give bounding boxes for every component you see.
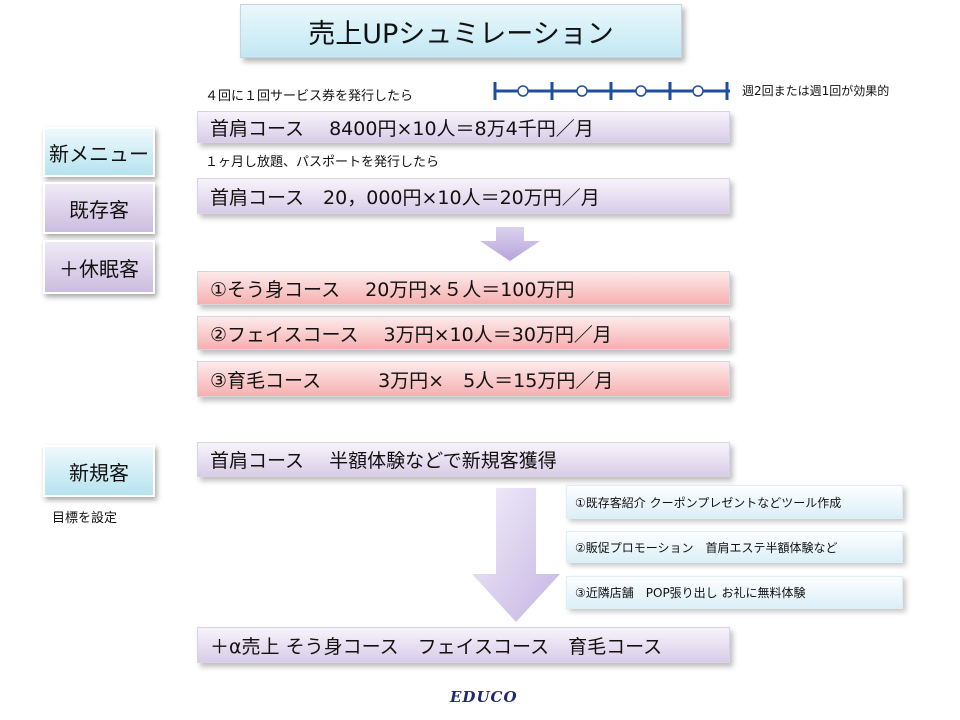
goal-note: 目標を設定 <box>52 511 118 526</box>
tactic-note-2: ②販促プロモーション 首肩エステ半額体験など <box>566 531 903 563</box>
sidebar-new-menu: 新メニュー <box>43 127 155 177</box>
sidebar-existing: 既存客 <box>43 182 155 234</box>
passport-note: １ヶ月し放題、パスポートを発行したら <box>205 155 440 170</box>
course-box-2: ②フェイスコース 3万円×10人＝30万円／月 <box>197 316 730 350</box>
timeline-dot <box>692 85 704 97</box>
down-arrow <box>480 227 540 261</box>
down-arrow-large <box>472 488 560 622</box>
tactic-note-3: ③近隣店舗 POP張り出し お礼に無料体験 <box>566 576 903 609</box>
course-box-3: ③育毛コース 3万円× 5人＝15万円／月 <box>197 361 730 397</box>
sidebar-new-customer: 新規客 <box>43 445 155 497</box>
result-box: ＋α売上 そう身コース フェイスコース 育毛コース <box>197 627 730 663</box>
acquisition-box: 首肩コース 半額体験などで新規客獲得 <box>197 442 730 477</box>
timeline-dot <box>517 85 529 97</box>
timeline-dot <box>576 85 588 97</box>
passport-course-box: 首肩コース 20，000円×10人＝20万円／月 <box>197 178 730 214</box>
tactic-note-1: ①既存客紹介 クーポンプレゼントなどツール作成 <box>566 485 903 519</box>
page-title: 売上UPシュミレーション <box>240 4 682 58</box>
ticket-note: ４回に１回サービス券を発行したら <box>205 89 414 104</box>
menu-course-box: 首肩コース 8400円×10人＝8万4千円／月 <box>197 111 730 143</box>
timeline-dot <box>635 85 647 97</box>
sidebar-dormant: ＋休眠客 <box>43 240 155 294</box>
frequency-note: 週2回または週1回が効果的 <box>742 84 890 98</box>
course-box-1: ①そう身コース 20万円×５人＝100万円 <box>197 271 730 305</box>
frequency-timeline <box>493 82 730 100</box>
educo-logo: EDUCO <box>450 688 518 706</box>
